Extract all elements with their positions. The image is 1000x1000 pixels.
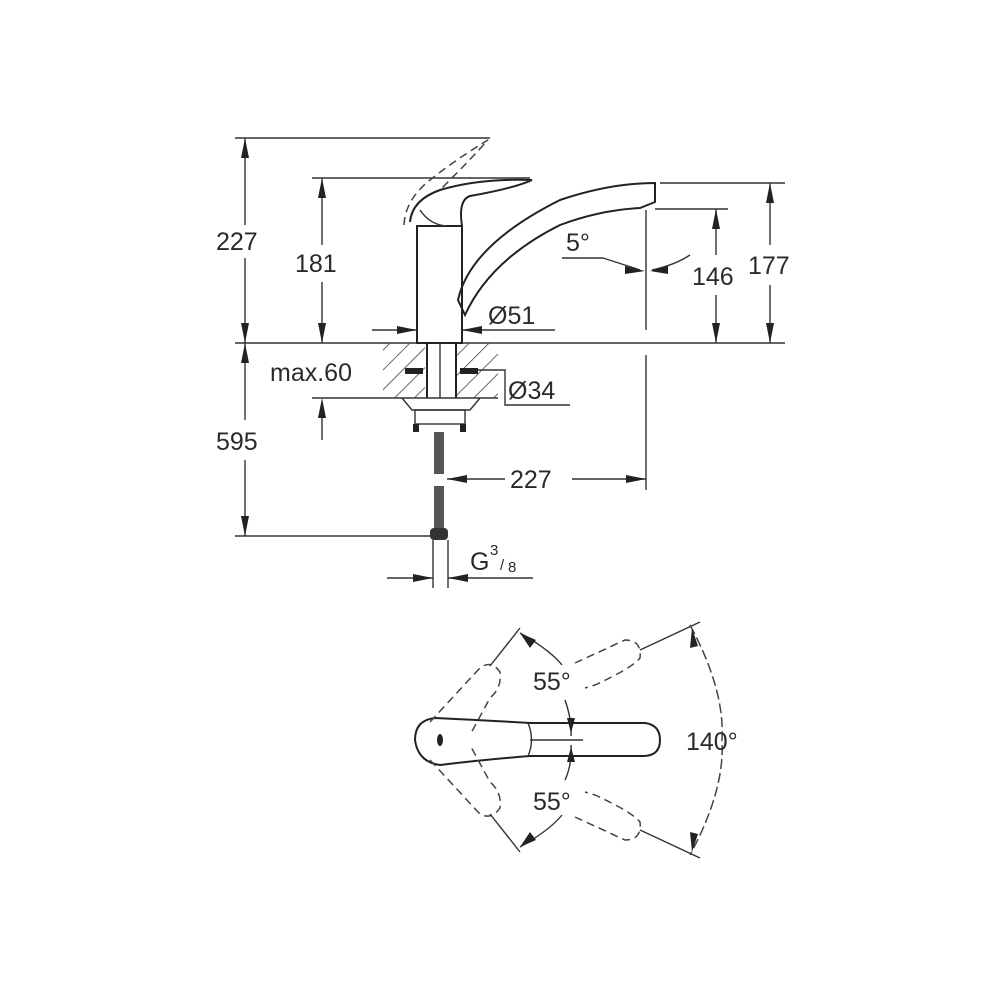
- mixer-body: [416, 225, 463, 344]
- dim-thread-numerator: 3: [490, 542, 498, 559]
- dim-max-deck-thickness: max.60: [270, 359, 352, 387]
- dim-spout-height: 177: [748, 252, 790, 280]
- dim-outlet-height: 146: [692, 263, 734, 291]
- hose-lower: [434, 486, 444, 528]
- dim-rotation-total: 140°: [686, 728, 738, 756]
- dim-thread-slash: /: [500, 557, 505, 574]
- dim-hose-length: 595: [216, 428, 258, 456]
- dim-rotation-lower: 55°: [533, 788, 571, 816]
- dim-body-diameter: Ø51: [488, 302, 535, 330]
- top-view: 55° 55° 140°: [413, 621, 738, 859]
- dim-lever-raised-height: 227: [216, 228, 258, 256]
- handle-top-view: [413, 716, 662, 767]
- hose-upper: [434, 432, 444, 474]
- dim-thread-denominator: 8: [508, 559, 516, 576]
- spout: [456, 181, 656, 318]
- lever: [409, 178, 533, 227]
- dim-connection-thread: G: [470, 548, 489, 576]
- dim-spout-reach: 227: [510, 466, 552, 494]
- dim-hole-diameter: Ø34: [508, 377, 555, 405]
- side-view: 227 181 5° 146 177 Ø51 max.60 Ø34 595 22…: [216, 137, 790, 588]
- dim-rotation-upper: 55°: [533, 668, 571, 696]
- dim-spout-angle: 5°: [566, 229, 590, 257]
- dim-body-height: 181: [295, 250, 337, 278]
